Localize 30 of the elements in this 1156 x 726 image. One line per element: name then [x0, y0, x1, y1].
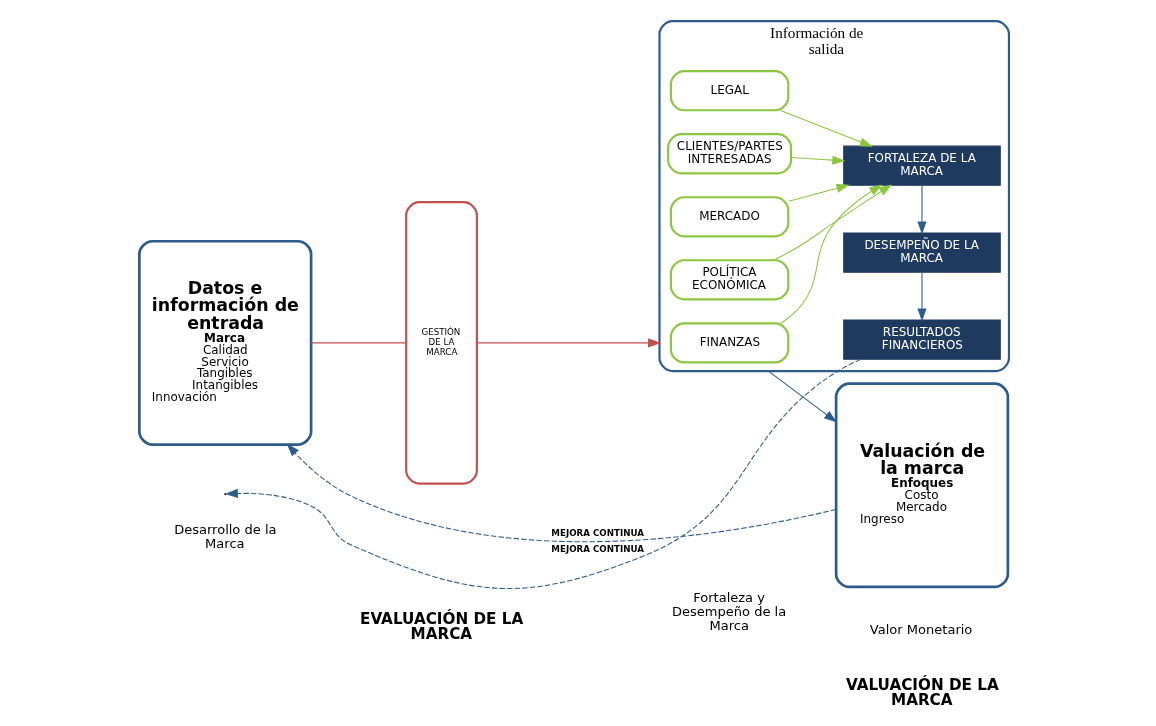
edge-label: MEJORA CONTINUA	[550, 527, 644, 538]
arrow	[476, 338, 661, 348]
arrow	[779, 109, 873, 147]
arrow	[916, 272, 927, 322]
arrow	[286, 443, 836, 543]
node-box: POLÍTICA ECONÓMICA	[669, 259, 789, 301]
label: EVALUACIÓN DE LA MARCA	[359, 609, 523, 643]
node-box: MERCADO	[669, 196, 789, 238]
node-box: FORTALEZA DE LA MARCA	[842, 145, 1001, 186]
node-box: GESTIÓN DE LA MARCA	[404, 201, 478, 485]
connector	[310, 342, 407, 344]
arrow	[767, 370, 837, 423]
arrow	[790, 155, 845, 165]
arrow	[224, 358, 861, 589]
arrow	[916, 185, 927, 235]
label: VALUACIÓN DE LA MARCA	[845, 675, 999, 710]
node-box: DESEMPEÑO DE LA MARCA	[842, 232, 1001, 273]
arrow	[787, 183, 850, 202]
label: Desarrollo de la Marca	[173, 521, 277, 551]
arrow	[772, 184, 892, 261]
node-box: Datos e información de entrada Marca Calidad Servicio Tangibles Intangibles Innovación	[137, 239, 312, 446]
node-box: CLIENTES/PARTES INTERESADAS	[666, 133, 792, 175]
label: Valor Monetario	[869, 622, 972, 638]
node-box: RESULTADOS FINANCIEROS	[842, 319, 1001, 360]
node-box: Valuación de la marca Enfoques Costo Mercado Ingreso	[834, 382, 1009, 589]
node-box: FINANZAS	[669, 322, 789, 364]
label: Fortaleza y Desempeño de la Marca	[671, 589, 786, 633]
node-box: LEGAL	[669, 70, 789, 112]
arrow	[779, 184, 882, 324]
edge-label: MEJORA CONTINUA	[550, 544, 644, 555]
